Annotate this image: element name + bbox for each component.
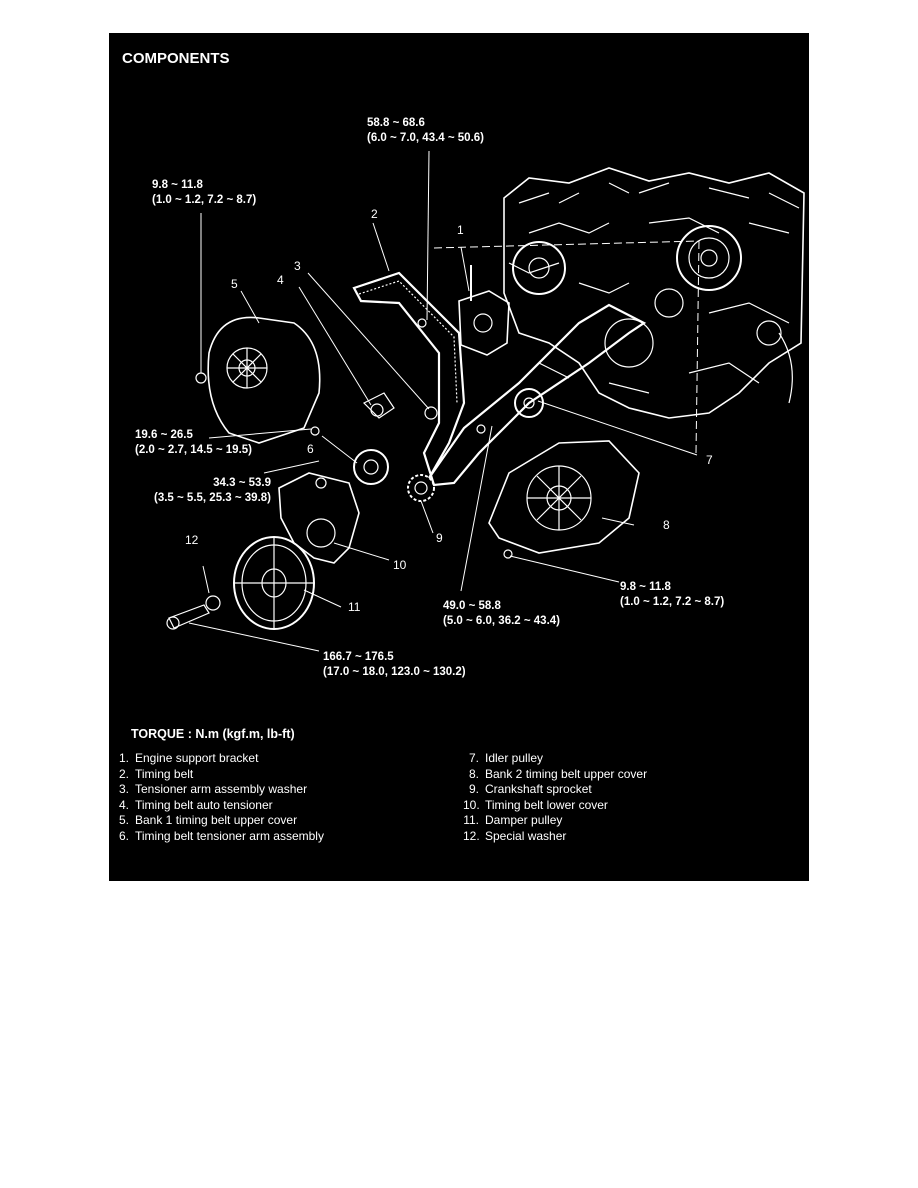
legend-item: 6.Timing belt tensioner arm assembly	[118, 828, 324, 843]
callout-7: 7	[706, 453, 713, 467]
legend-item: 8.Bank 2 timing belt upper cover	[468, 766, 648, 781]
leader-lines	[188, 150, 700, 652]
legend-item: 10.Timing belt lower cover	[463, 797, 608, 812]
timing-belt	[352, 271, 647, 487]
special-washer-and-bolt	[166, 595, 221, 630]
legend-item: 3.Tensioner arm assembly washer	[118, 782, 308, 797]
callout-9: 9	[436, 531, 443, 545]
bank1-upper-cover	[207, 316, 321, 444]
tensioner-assembly	[353, 392, 438, 485]
components-figure: COMPONENTS 58.8 ~ 68.6 (6.0 ~ 7.0, 43.4 …	[109, 33, 809, 881]
legend-item: 12.Special washer	[463, 828, 567, 843]
legend-item: 7.Idler pulley	[468, 751, 544, 765]
torque-spec-lower-cover: 34.3 ~ 53.9 (3.5 ~ 5.5, 25.3 ~ 39.8)	[154, 477, 271, 504]
torque-spec-idler-pulley: 49.0 ~ 58.8 (5.0 ~ 6.0, 36.2 ~ 43.4)	[443, 600, 560, 627]
torque-units-label: TORQUE : N.m (kgf.m, lb-ft)	[131, 727, 295, 741]
bank2-upper-cover	[488, 440, 640, 554]
torque-spec-bank2-cover: 9.8 ~ 11.8 (1.0 ~ 1.2, 7.2 ~ 8.7)	[620, 581, 725, 608]
callout-12: 12	[185, 533, 199, 547]
torque-spec-crankshaft-bolt: 166.7 ~ 176.5 (17.0 ~ 18.0, 123.0 ~ 130.…	[323, 651, 466, 678]
callout-11: 11	[348, 600, 361, 614]
crankshaft-sprocket	[407, 474, 435, 502]
callout-2: 2	[371, 207, 378, 221]
legend-item: 11.Damper pulley	[463, 813, 563, 828]
callout-4: 4	[277, 273, 284, 287]
torque-spec-engine-support-bracket: 58.8 ~ 68.6 (6.0 ~ 7.0, 43.4 ~ 50.6)	[367, 117, 484, 144]
torque-spec-tensioner-bolt: 19.6 ~ 26.5 (2.0 ~ 2.7, 14.5 ~ 19.5)	[135, 429, 252, 456]
legend-item: 2.Timing belt	[118, 766, 194, 781]
damper-pulley	[233, 536, 315, 630]
exploded-diagram	[166, 150, 805, 652]
legend-right: 7.Idler pulley 8.Bank 2 timing belt uppe…	[463, 751, 647, 845]
legend-item: 5.Bank 1 timing belt upper cover	[118, 813, 298, 828]
torque-spec-bank1-cover: 9.8 ~ 11.8 (1.0 ~ 1.2, 7.2 ~ 8.7)	[152, 179, 257, 206]
legend-item: 1.Engine support bracket	[118, 751, 259, 765]
callout-5: 5	[231, 277, 238, 291]
legend-left: 1.Engine support bracket 2.Timing belt 3…	[113, 751, 324, 845]
engine-support-bracket	[458, 265, 510, 356]
callout-10: 10	[393, 558, 407, 572]
engine-block	[503, 167, 805, 419]
timing-belt-lower-cover	[278, 472, 360, 564]
legend-item: 9.Crankshaft sprocket	[468, 782, 592, 797]
diagram-title: COMPONENTS	[122, 50, 230, 67]
callout-8: 8	[663, 518, 670, 532]
callout-3: 3	[294, 259, 301, 273]
legend-item: 4.Timing belt auto tensioner	[118, 797, 273, 812]
callout-6: 6	[307, 442, 314, 456]
callout-1: 1	[457, 223, 464, 237]
